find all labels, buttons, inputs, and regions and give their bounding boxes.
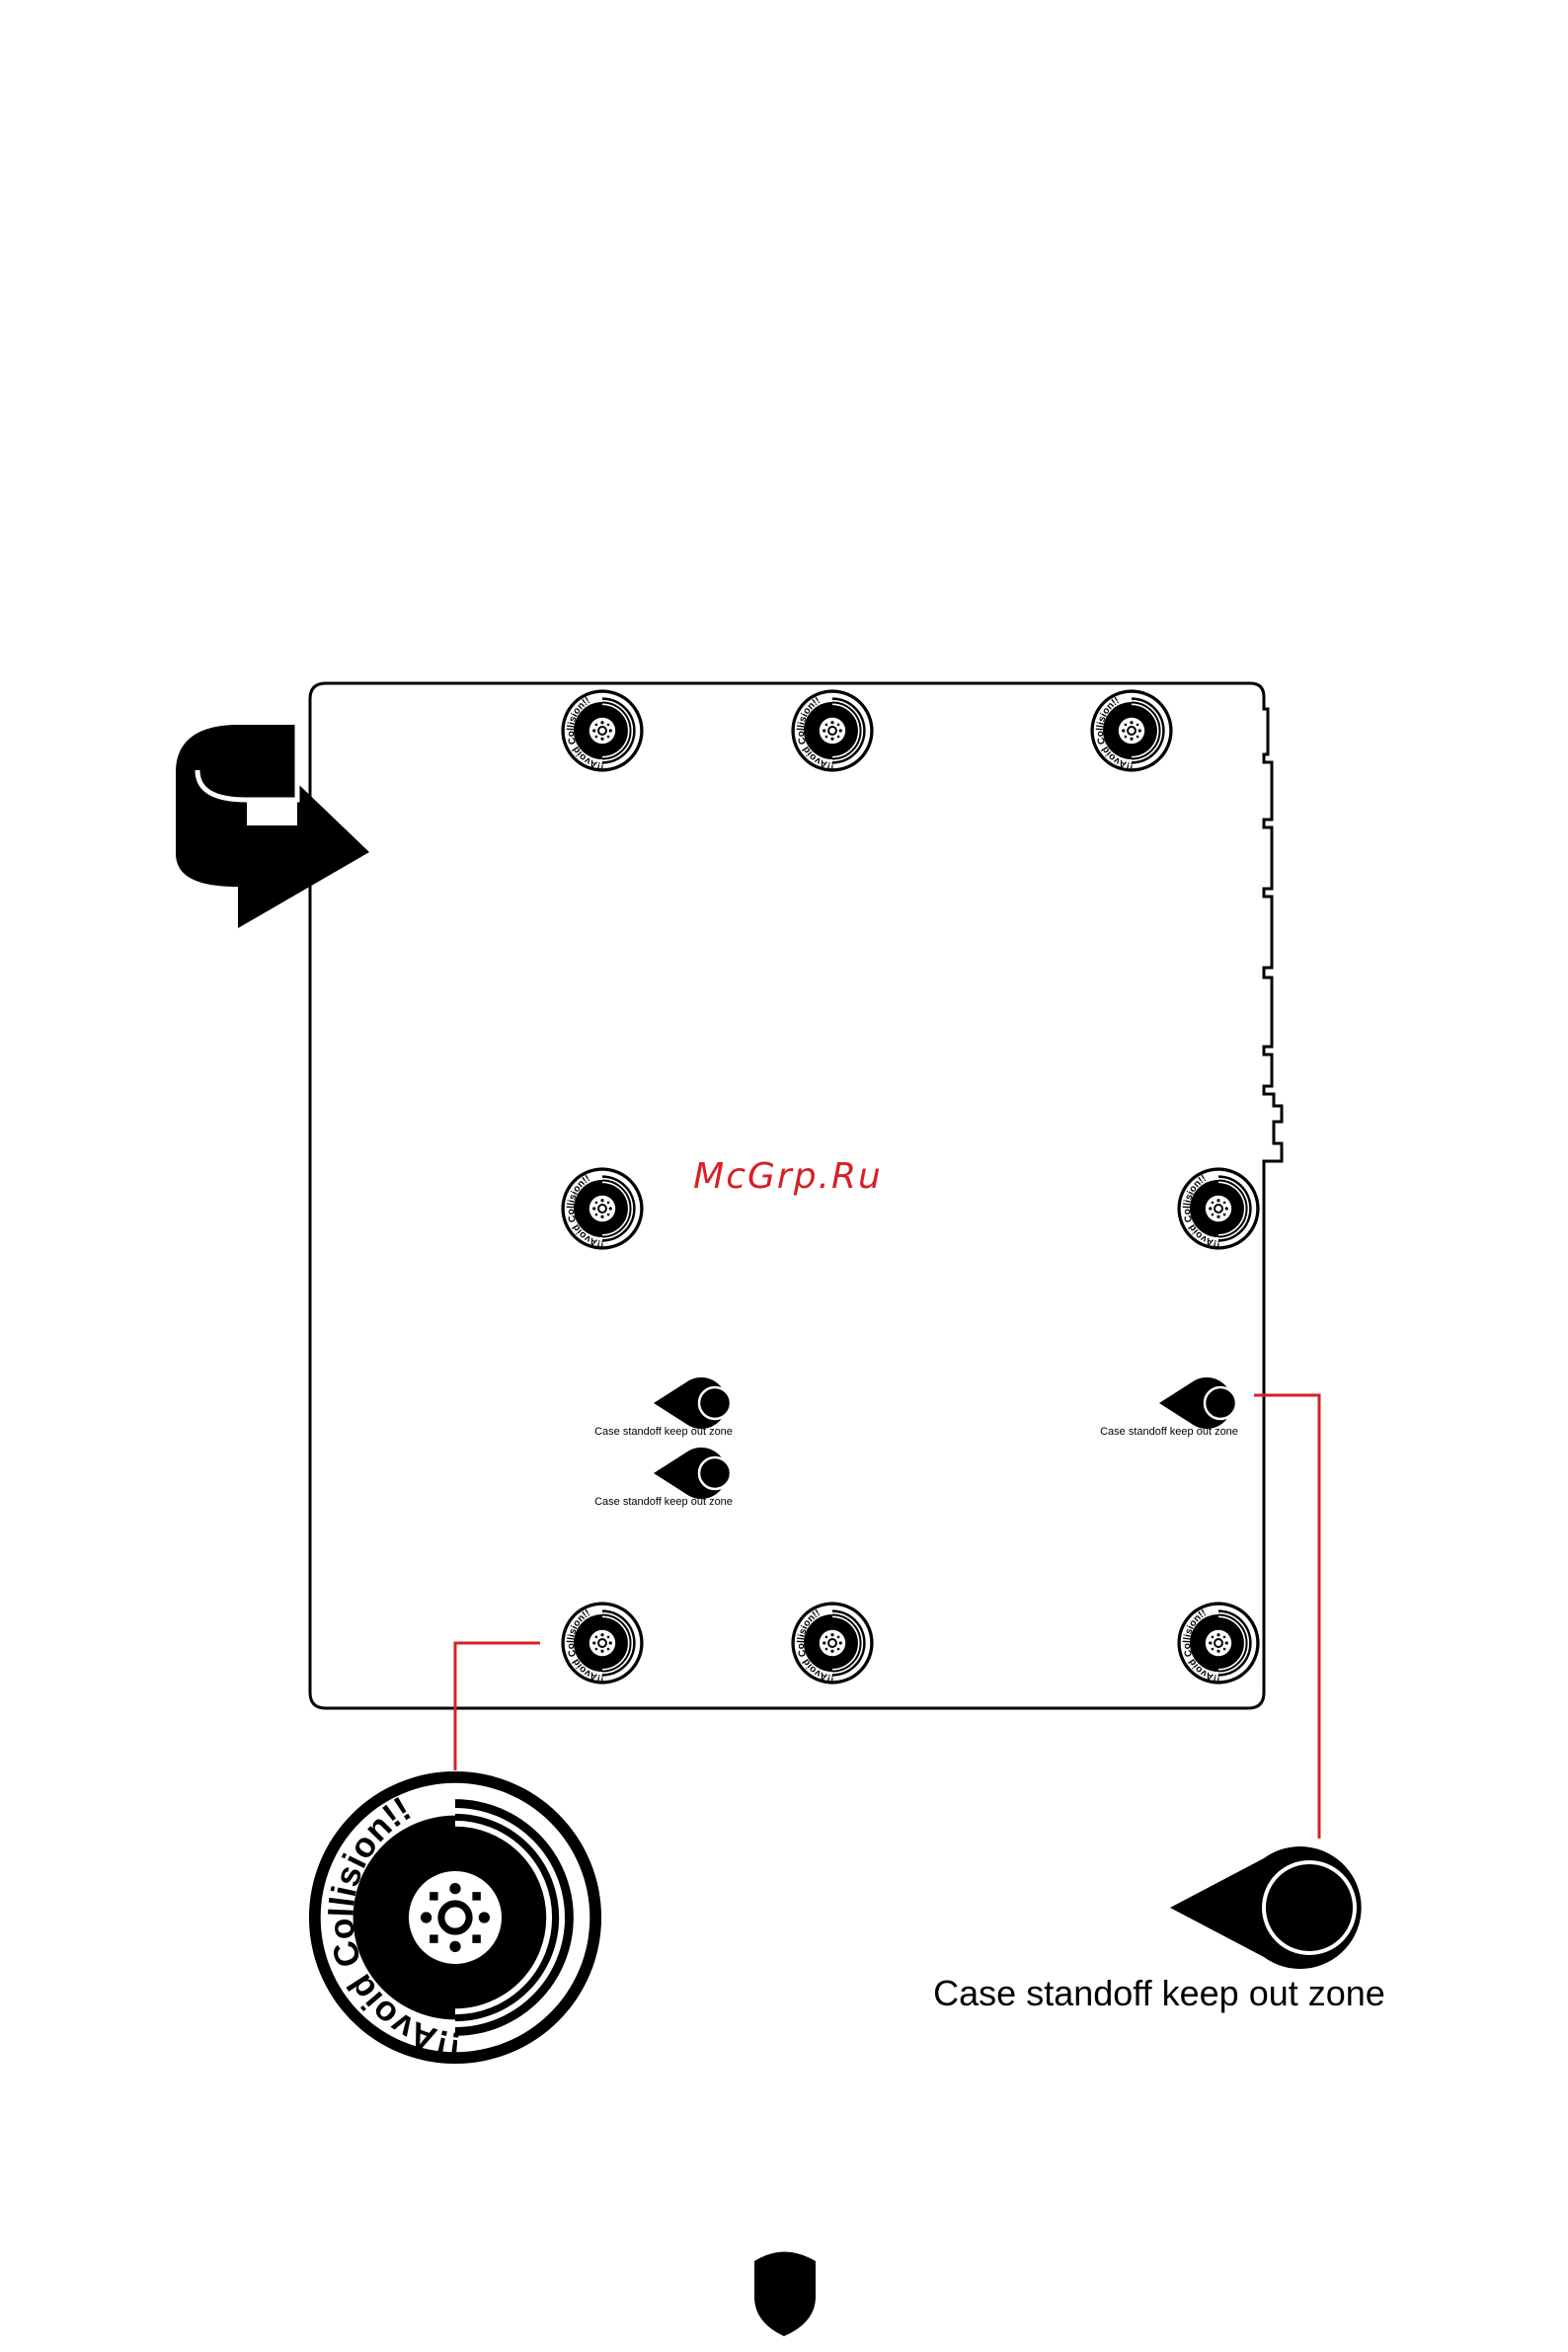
flip-arrow-icon — [176, 725, 369, 928]
avoid-collision-badge: !!Avoid Collision!! — [560, 1601, 645, 1686]
avoid-collision-badge: !!Avoid Collision!! — [790, 1601, 875, 1686]
shield-icon — [754, 2251, 816, 2336]
keep-out-label: Case standoff keep out zone — [594, 1426, 733, 1438]
avoid-collision-badge: !!Avoid Collision!! — [1176, 1166, 1261, 1251]
avoid-collision-badge-large: !!Avoid Collision!! — [309, 1771, 601, 2064]
keep-out-zone-marker: Case standoff keep out zone — [594, 1375, 733, 1438]
board-outline — [308, 681, 1284, 1710]
watermark-text: McGrp.Ru — [693, 1156, 883, 1197]
legend-keep-out-label: Case standoff keep out zone — [933, 1973, 1385, 2013]
avoid-collision-badge: !!Avoid Collision!! — [790, 688, 875, 773]
avoid-collision-badge: !!Avoid Collision!! — [1176, 1601, 1261, 1686]
keep-out-zone-marker: Case standoff keep out zone — [1100, 1375, 1238, 1438]
keep-out-zone-icon-large — [1170, 1846, 1362, 1969]
keep-out-zone-marker: Case standoff keep out zone — [594, 1446, 733, 1508]
avoid-collision-badge: !!Avoid Collision!! — [560, 688, 645, 773]
keep-out-label: Case standoff keep out zone — [1100, 1426, 1238, 1438]
avoid-collision-badge: !!Avoid Collision!! — [560, 1166, 645, 1251]
keep-out-label: Case standoff keep out zone — [594, 1496, 733, 1508]
leader-line-keep-out — [1254, 1393, 1321, 1839]
avoid-collision-badge: !!Avoid Collision!! — [1089, 688, 1174, 773]
leader-line-collision — [453, 1641, 540, 1770]
